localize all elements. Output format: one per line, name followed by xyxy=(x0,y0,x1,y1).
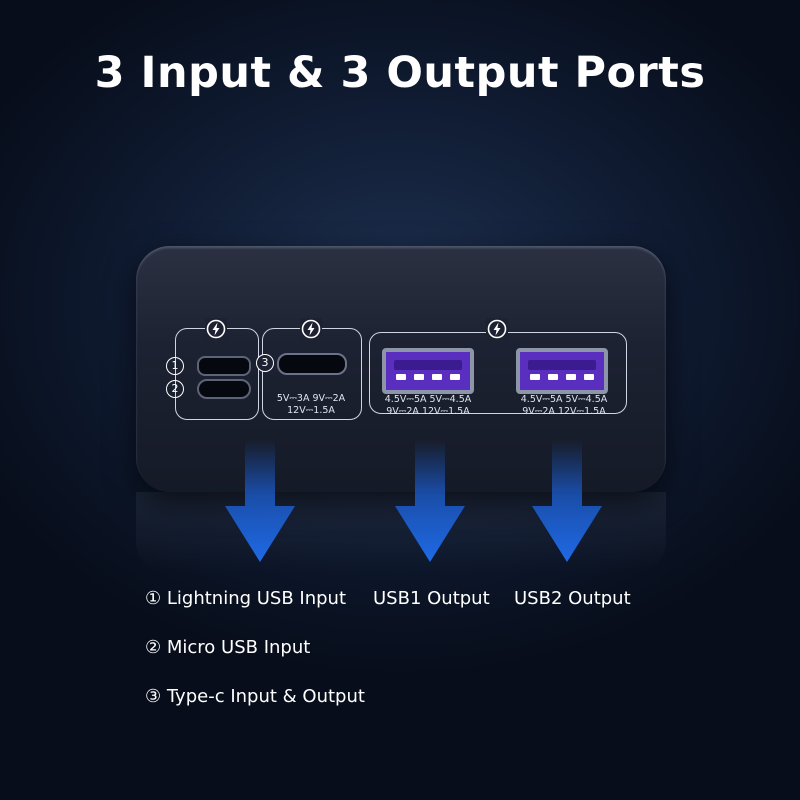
fast-charge-icon xyxy=(300,318,322,340)
lightning-port xyxy=(197,379,251,399)
micro-usb-port xyxy=(197,356,251,376)
fast-charge-icon xyxy=(486,318,508,340)
type-c-port xyxy=(277,353,347,375)
usb1-spec-line2: 9V⎓2A 12V⎓1.5A xyxy=(386,406,470,417)
typec-spec-line1: 5V⎓3A 9V⎓2A xyxy=(276,393,346,404)
port-number-1: 1 xyxy=(166,357,184,375)
usb2-spec-line1: 4.5V⎓5A 5V⎓4.5A xyxy=(520,394,608,405)
usb1-port xyxy=(382,348,474,394)
typec-spec-line2: 12V⎓1.5A xyxy=(287,405,335,416)
arrow-down-icon xyxy=(532,440,602,562)
legend-typec-input-output: ③ Type-c Input & Output xyxy=(145,686,365,707)
legend-usb2-output: USB2 Output xyxy=(514,588,631,609)
arrow-down-icon xyxy=(395,440,465,562)
usb1-spec-line1: 4.5V⎓5A 5V⎓4.5A xyxy=(384,394,472,405)
legend-micro-input: ② Micro USB Input xyxy=(145,637,311,658)
arrow-down-icon xyxy=(225,440,295,562)
legend-lightning-input: ① Lightning USB Input xyxy=(145,588,347,609)
power-bank: 1 2 3 5V⎓3A 9V⎓2A 12V⎓1.5A 4.5V⎓5A 5V⎓4.… xyxy=(136,246,666,492)
port-number-3: 3 xyxy=(256,354,274,372)
legend-usb1-output: USB1 Output xyxy=(373,588,490,609)
port-number-2: 2 xyxy=(166,380,184,398)
usb2-port xyxy=(516,348,608,394)
usb2-spec-line2: 9V⎓2A 12V⎓1.5A xyxy=(522,406,606,417)
page-title: 3 Input & 3 Output Ports xyxy=(94,48,706,98)
fast-charge-icon xyxy=(205,318,227,340)
